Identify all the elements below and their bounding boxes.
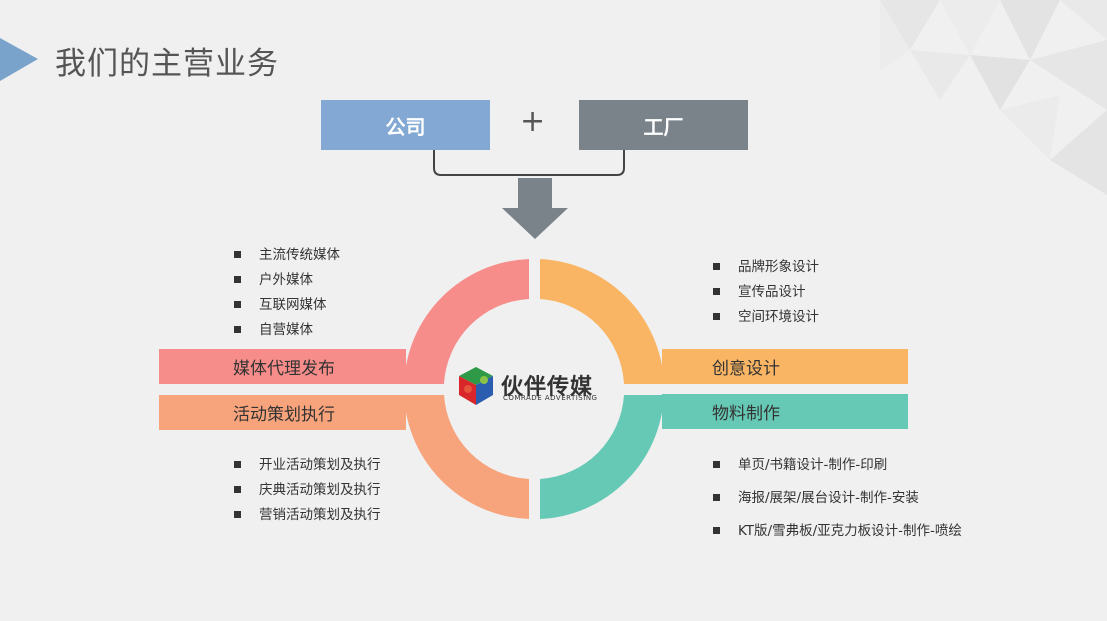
list-item: 宣传品设计 (713, 283, 819, 308)
material-label: 物料制作 (712, 404, 780, 424)
list-item: 开业活动策划及执行 (234, 456, 381, 481)
list-item: 主流传统媒体 (234, 246, 340, 271)
media-label: 媒体代理发布 (233, 359, 335, 379)
merge-bracket (433, 150, 625, 176)
media-bar: 媒体代理发布 (159, 349, 406, 384)
list-item: 空间环境设计 (713, 308, 819, 333)
list-item: 营销活动策划及执行 (234, 506, 381, 531)
creative-list: 品牌形象设计 宣传品设计 空间环境设计 (713, 258, 819, 333)
event-list: 开业活动策划及执行 庆典活动策划及执行 营销活动策划及执行 (234, 456, 381, 531)
plus-sign: + (520, 104, 546, 139)
page-title: 我们的主营业务 (55, 46, 279, 82)
puzzle-cube-icon (459, 367, 493, 405)
creative-bar: 创意设计 (662, 349, 908, 384)
media-list: 主流传统媒体 户外媒体 互联网媒体 自营媒体 (234, 246, 340, 346)
event-quadrant-arc (404, 395, 529, 519)
list-item: 海报/展架/展台设计-制作-安装 (713, 489, 962, 522)
list-item: 户外媒体 (234, 271, 340, 296)
event-label: 活动策划执行 (233, 405, 335, 425)
list-item: 庆典活动策划及执行 (234, 481, 381, 506)
factory-box: 工厂 (579, 100, 748, 150)
list-item: KT版/雪弗板/亚克力板设计-制作-喷绘 (713, 522, 962, 547)
title-accent-triangle (0, 38, 38, 81)
creative-label: 创意设计 (712, 359, 780, 379)
material-quadrant-arc (540, 395, 664, 519)
company-box: 公司 (321, 100, 490, 150)
down-arrow-icon (502, 178, 568, 239)
material-bar: 物料制作 (662, 394, 908, 429)
logo-english: COMRADE ADVERTISING (503, 394, 598, 402)
material-list: 单页/书籍设计-制作-印刷 海报/展架/展台设计-制作-安装 KT版/雪弗板/亚… (713, 456, 962, 547)
list-item: 自营媒体 (234, 321, 340, 346)
media-quadrant-arc (404, 259, 529, 384)
list-item: 互联网媒体 (234, 296, 340, 321)
creative-quadrant-arc (540, 259, 664, 384)
logo-chinese: 伙伴传媒 (501, 375, 594, 400)
list-item: 品牌形象设计 (713, 258, 819, 283)
event-bar: 活动策划执行 (159, 395, 406, 430)
list-item: 单页/书籍设计-制作-印刷 (713, 456, 962, 489)
